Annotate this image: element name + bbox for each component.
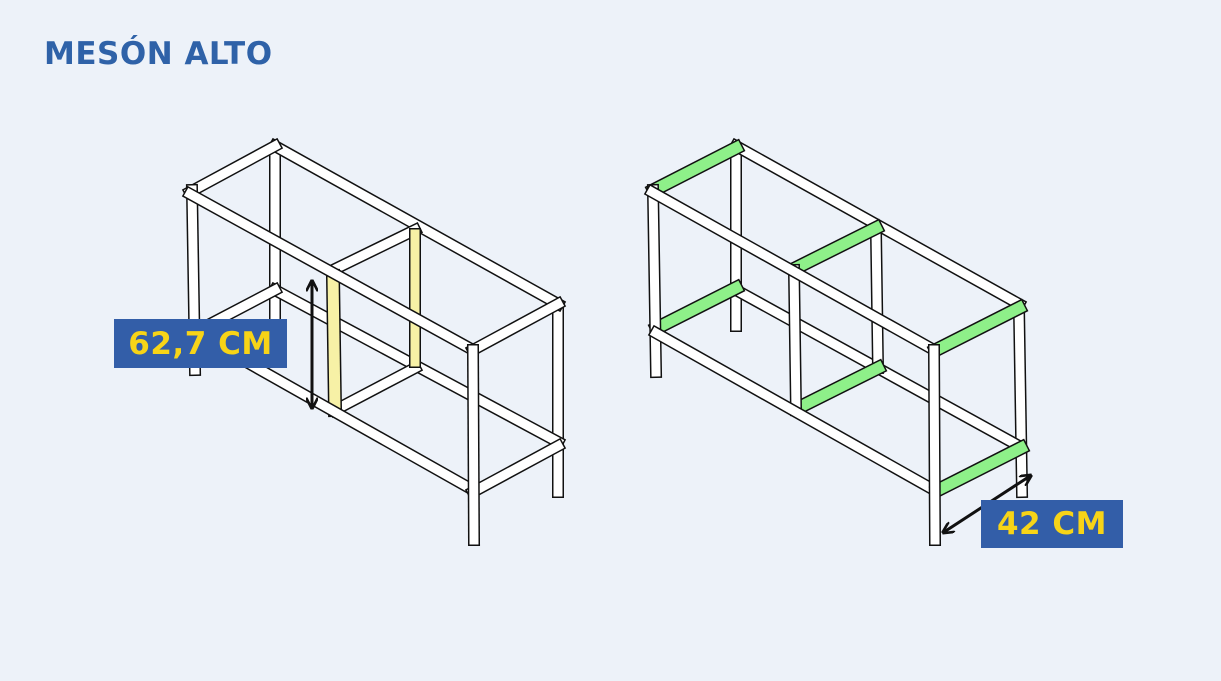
crossbar-highlight bbox=[786, 218, 886, 278]
page-title: MESÓN ALTO bbox=[44, 36, 273, 72]
side-top-rail-left bbox=[181, 137, 284, 201]
crossbar-highlight bbox=[928, 438, 1031, 500]
front-top-rail bbox=[643, 183, 943, 359]
back-leg bbox=[1012, 301, 1029, 499]
back-middle-post bbox=[869, 225, 885, 375]
middle-top-rail bbox=[324, 221, 424, 279]
front-top-rail bbox=[181, 185, 482, 359]
depth-dimension-label: 42 CM bbox=[981, 500, 1123, 548]
side-top-rail-right bbox=[464, 295, 567, 359]
middle-bottom-rail bbox=[326, 359, 424, 419]
front-bottom-rail bbox=[647, 324, 943, 499]
crossbar-highlight bbox=[647, 278, 746, 338]
side-bottom-rail-right bbox=[464, 437, 567, 501]
height-dimension-label: 62,7 CM bbox=[114, 319, 287, 368]
frame-left-view bbox=[181, 137, 567, 547]
front-leg bbox=[466, 343, 481, 547]
crossbar-highlight bbox=[644, 138, 746, 200]
front-leg bbox=[927, 343, 942, 547]
crossbar-highlight bbox=[788, 358, 888, 418]
crossbar-highlight bbox=[926, 298, 1029, 360]
middle-post-highlight bbox=[325, 268, 343, 418]
front-leg bbox=[646, 183, 663, 379]
front-middle-post bbox=[787, 263, 803, 417]
frame-right-view bbox=[643, 137, 1031, 547]
